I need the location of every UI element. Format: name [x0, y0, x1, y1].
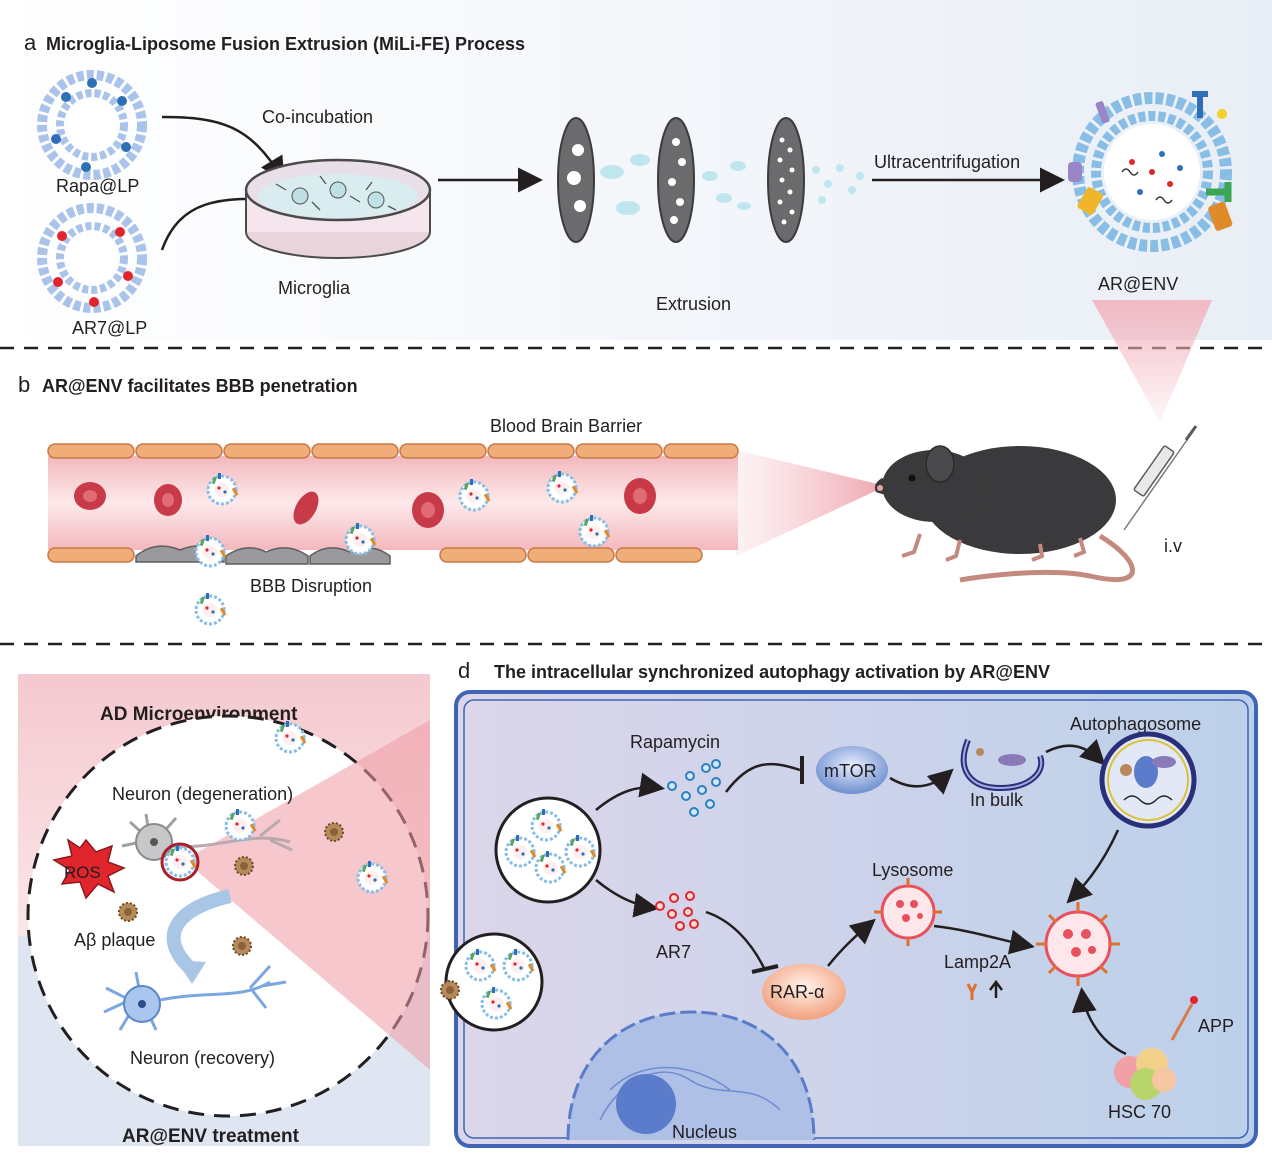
extrusion-label: Extrusion — [656, 294, 731, 314]
ros-label: ROS — [64, 863, 101, 882]
lysosome-label: Lysosome — [872, 860, 953, 880]
extrusion-droplets-2 — [702, 161, 751, 210]
panel-b-letter: b — [18, 372, 30, 397]
arrow-to-ar7 — [595, 879, 659, 918]
arrow-rapa-to-dish — [161, 115, 285, 183]
hsc70-complex — [1114, 1048, 1176, 1100]
lamp2a-receptor-icon — [966, 983, 978, 1000]
zoom-wedge — [184, 720, 430, 1070]
panel-b-title: AR@ENV facilitates BBB penetration — [42, 376, 358, 396]
ros-burst: ROS — [52, 838, 126, 900]
lamp2a-label: Lamp2A — [944, 952, 1011, 972]
arrow-autophagosome-to-autolysosome — [1066, 829, 1120, 904]
petri-dish — [244, 158, 432, 259]
nucleus-label: Nucleus — [672, 1122, 737, 1142]
autophagosome-label: Autophagosome — [1070, 714, 1201, 734]
bbb-label: Blood Brain Barrier — [490, 416, 642, 436]
plaque-4 — [232, 936, 252, 956]
healthy-neuron — [103, 964, 287, 1031]
hsc70-label: HSC 70 — [1108, 1102, 1171, 1122]
app-label: APP — [1198, 1016, 1234, 1036]
recovery-arrow-head — [176, 960, 206, 984]
arrow-to-autophagosome — [1045, 739, 1106, 766]
inhibit-mtor-line — [725, 762, 801, 793]
ar-env-treatment-title: AR@ENV treatment — [122, 1126, 300, 1147]
mtor-node — [816, 746, 888, 794]
zoom-beam — [736, 450, 886, 556]
recovery-arrow — [166, 889, 232, 974]
ar7-molecules — [655, 891, 699, 931]
plaque-1 — [324, 822, 344, 842]
rapamycin-label: Rapamycin — [630, 732, 720, 752]
extrusion-membrane-1 — [557, 117, 595, 243]
mtor-label: mTOR — [824, 761, 877, 781]
ar7-lp-label: AR7@LP — [72, 318, 147, 338]
ar-env-label: AR@ENV — [1098, 274, 1178, 294]
endocytic-vesicle — [494, 796, 602, 904]
arrow-mtor-to-bulk — [889, 768, 954, 795]
plaque-3 — [118, 902, 138, 922]
highlight-circle — [160, 842, 200, 882]
iv-label: i.v — [1164, 536, 1182, 556]
extrusion-droplets-3 — [812, 164, 864, 204]
arrow-rar-to-lysosome — [827, 918, 876, 967]
ar-env-vesicle — [1068, 91, 1233, 252]
rapa-lp-label: Rapa@LP — [56, 176, 139, 196]
inhibit-rar-line — [705, 910, 766, 969]
autophagosome — [1099, 731, 1197, 829]
ar7-liposome — [37, 203, 147, 313]
rar-alpha-label: RAR-α — [770, 982, 824, 1002]
rapamycin-molecules — [667, 759, 721, 817]
lamp2a-up-arrow-icon — [989, 979, 1003, 998]
microglia-label: Microglia — [278, 278, 351, 298]
panel-d-title: The intracellular synchronized autophagy… — [494, 662, 1050, 682]
neuron-degeneration-label: Neuron (degeneration) — [112, 784, 293, 804]
app-protein — [1170, 996, 1198, 1041]
abeta-plaque-label: Aβ plaque — [74, 930, 155, 950]
panel-a-title: Microglia-Liposome Fusion Extrusion (MiL… — [46, 34, 525, 54]
lysosome — [874, 878, 942, 946]
arrow-lysosome-to-autolysosome — [933, 924, 1035, 955]
arrow-to-rapamycin — [595, 772, 665, 811]
rar-alpha-node — [762, 964, 846, 1020]
coincubation-label: Co-incubation — [262, 107, 373, 127]
blood-vessel — [47, 443, 739, 565]
arrow-hsc70-to-autolysosome — [1071, 987, 1127, 1056]
panel-d-letter: d — [458, 658, 470, 683]
plaque-2 — [234, 856, 254, 876]
extrusion-membrane-2 — [657, 117, 695, 243]
mouse-illustration — [874, 445, 1135, 583]
nucleus — [566, 1010, 816, 1141]
in-bulk-label: In bulk — [970, 790, 1024, 810]
cell-inner-outline — [463, 699, 1249, 1139]
rapa-liposome — [37, 70, 147, 180]
extrusion-droplets-1 — [600, 154, 650, 215]
inhibit-rar-bar — [751, 964, 779, 974]
injection-cone — [1092, 300, 1212, 422]
syringe — [1123, 425, 1198, 531]
neuron-recovery-label: Neuron (recovery) — [130, 1048, 275, 1068]
ar-env-particle-7 — [194, 591, 228, 626]
panel-a-letter: a — [24, 30, 37, 55]
entering-plaque — [440, 980, 460, 1000]
autolysosome — [1036, 902, 1120, 986]
extrusion-membrane-3 — [767, 117, 805, 243]
bbb-disruption-label: BBB Disruption — [250, 576, 372, 596]
ultracentrifugation-label: Ultracentrifugation — [874, 152, 1020, 172]
phagophore — [960, 738, 1045, 792]
ar7-label: AR7 — [656, 942, 691, 962]
